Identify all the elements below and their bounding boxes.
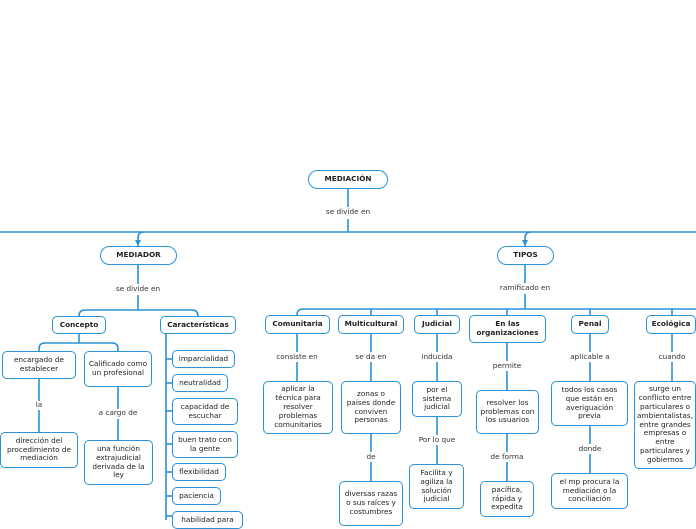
tipo-multicultural-node[interactable]: Multicultural: [338, 315, 404, 334]
edge-label-aplicable-a: aplicable a: [568, 352, 612, 362]
edge-label-inducida: inducida: [419, 352, 455, 362]
edge-label-permite: permite: [490, 361, 524, 371]
edge-label-tipos: ramificado en: [497, 283, 553, 293]
edge-label-se-da-en: se da en: [353, 352, 389, 362]
edge-label-consiste-en: consiste en: [274, 352, 320, 362]
caracteristica-item[interactable]: neutralidad: [172, 374, 228, 392]
ecologica-conflicto-node[interactable]: surge un conflicto entre particulares o …: [634, 381, 696, 469]
caracteristicas-node[interactable]: Características: [160, 316, 236, 334]
judicial-solucion-node[interactable]: Facilita y agiliza la solución judicial: [409, 464, 464, 509]
penal-conciliacion-node[interactable]: el mp procura la mediación o la concilia…: [551, 473, 628, 509]
edge-label-la: la: [33, 400, 45, 410]
root-node-mediacion[interactable]: MEDIACIÓN: [308, 170, 388, 189]
edge-label-donde: donde: [576, 444, 604, 454]
judicial-sistema-node[interactable]: por el sistema judicial: [412, 381, 462, 417]
concepto-calificado-node[interactable]: Calificado como un profesional: [84, 351, 152, 387]
tipo-judicial-node[interactable]: Judicial: [414, 315, 460, 334]
edge-label-por-lo-que: Por lo que: [416, 435, 458, 445]
concepto-node[interactable]: Concepto: [52, 316, 106, 334]
edge-label-mediador: se divide en: [113, 284, 163, 294]
tipo-organizaciones-node[interactable]: En las organizaciones: [469, 315, 546, 343]
organizaciones-resolver-node[interactable]: resolver los problemas con los usuarios: [476, 390, 539, 434]
multicultural-razas-node[interactable]: diversas razas o sus raíces y costumbres: [339, 481, 403, 526]
caracteristica-item[interactable]: habilidad para: [172, 511, 243, 529]
edge-label-root: se divide en: [323, 207, 373, 217]
edge-label-cuando: cuando: [656, 352, 688, 362]
mediador-node[interactable]: MEDIADOR: [100, 246, 177, 265]
caracteristica-item[interactable]: buen trato con la gente: [172, 431, 238, 458]
direccion-procedimiento-node[interactable]: dirección del procedimiento de mediación: [0, 432, 78, 468]
caracteristica-item[interactable]: imparcialidad: [172, 350, 235, 368]
tipo-ecologica-node[interactable]: Ecológica: [646, 315, 696, 334]
caracteristica-item[interactable]: flexibilidad: [172, 463, 226, 481]
tipo-penal-node[interactable]: Penal: [571, 315, 609, 334]
penal-casos-node[interactable]: todos los casos que están en averiguació…: [551, 381, 628, 426]
edge-label-de-forma: de forma: [488, 452, 526, 462]
tipos-node[interactable]: TIPOS: [497, 246, 554, 265]
edge-label-de: de: [364, 452, 378, 462]
tipo-comunitaria-node[interactable]: Comunitaria: [265, 315, 330, 334]
multicultural-detail-node[interactable]: zonas o países donde conviven personas: [341, 381, 401, 434]
comunitaria-detail-node[interactable]: aplicar la técnica para resolver problem…: [263, 381, 333, 434]
caracteristica-item[interactable]: capacidad de escuchar: [172, 398, 238, 425]
edge-label-a-cargo-de: a cargo de: [96, 408, 140, 418]
organizaciones-forma-node[interactable]: pacífica, rápida y expedita: [480, 481, 534, 517]
concepto-establecer-node[interactable]: encargado de establecer: [2, 351, 76, 379]
funcion-extrajudicial-node[interactable]: una función extrajudicial derivada de la…: [84, 440, 153, 485]
caracteristica-item[interactable]: paciencia: [172, 487, 221, 505]
